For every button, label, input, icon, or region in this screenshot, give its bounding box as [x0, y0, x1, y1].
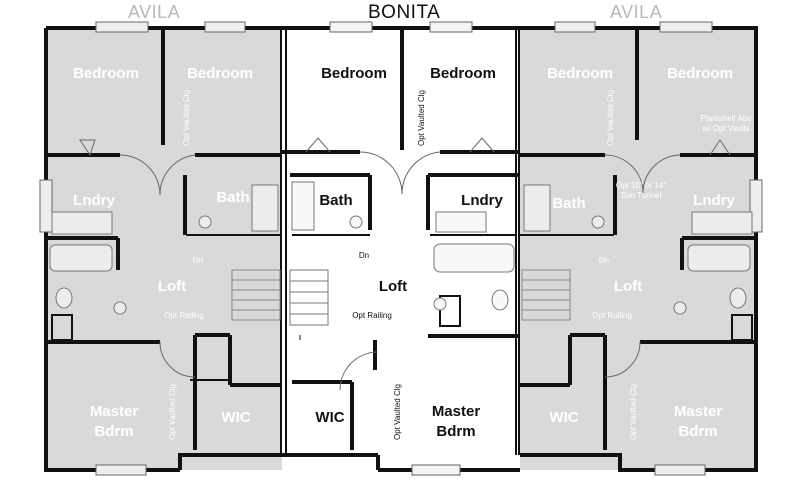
center-loft-label: Loft: [379, 278, 407, 295]
right-lndry-label: Lndry: [693, 192, 735, 209]
right-dn-label: Dn: [599, 256, 609, 265]
center-bedroom-2-label: Bedroom: [430, 65, 496, 82]
right-opt-vaulted-clg-label: Opt Vaulted Clg: [606, 90, 615, 146]
right-master-label: Master: [674, 403, 723, 420]
center-dn-label: Dn: [359, 251, 369, 260]
right-plantshelf-1-label: Plantshelf Abv: [701, 114, 752, 123]
center-bedroom-1-label: Bedroom: [321, 65, 387, 82]
right-sun-tunnel-1-label: Opt 10" or 14": [616, 181, 666, 190]
left-opt-vaulted-clg-2-label: Opt Vaulted Clg: [168, 384, 177, 440]
center-wic-label: WIC: [315, 409, 344, 426]
left-loft-label: Loft: [158, 278, 186, 295]
unit-left: Bedroom Bedroom Lndry Bath Loft Master B…: [39, 21, 284, 476]
right-bedroom-2-label: Bedroom: [667, 65, 733, 82]
right-plantshelf-2-label: w/ Opt Vaults: [702, 124, 750, 133]
right-sun-tunnel-2-label: Sun Tunnel: [621, 191, 662, 200]
left-bedroom-2-label: Bedroom: [187, 65, 253, 82]
right-bath-label: Bath: [552, 195, 585, 212]
unit-title-center: BONITA: [368, 2, 441, 23]
right-wic-label: WIC: [549, 409, 578, 426]
right-bedroom-1-label: Bedroom: [547, 65, 613, 82]
center-bath-label: Bath: [319, 192, 352, 209]
left-bedroom-1-label: Bedroom: [73, 65, 139, 82]
left-opt-vaulted-clg-label: Opt Vaulted Clg: [182, 90, 191, 146]
center-master-label: Master: [432, 403, 481, 420]
center-bdrm-label: Bdrm: [436, 423, 475, 440]
left-opt-railing-label: Opt Railing: [164, 311, 204, 320]
unit-title-left: AVILA: [128, 2, 181, 22]
unit-title-right: AVILA: [610, 2, 663, 22]
center-lndry-label: Lndry: [461, 192, 503, 209]
right-loft-label: Loft: [614, 278, 642, 295]
right-opt-railing-label: Opt Railing: [592, 311, 632, 320]
left-lndry-label: Lndry: [73, 192, 115, 209]
left-master-label: Master: [90, 403, 139, 420]
center-opt-vaulted-clg-label: Opt Vaulted Clg: [417, 90, 426, 146]
left-dn-label: Dn: [193, 256, 203, 265]
right-opt-vaulted-clg-2-label: Opt Vaulted Clg: [629, 384, 638, 440]
left-wic-label: WIC: [221, 409, 250, 426]
center-opt-vaulted-clg-2-label: Opt Vaulted Clg: [393, 384, 402, 440]
unit-right: Bedroom Bedroom Bath Lndry Loft WIC Mast…: [520, 21, 763, 476]
unit-center: Bedroom Bedroom Bath Lndry Loft WIC Mast…: [282, 21, 522, 476]
center-opt-railing-label: Opt Railing: [352, 311, 392, 320]
left-bdrm-label: Bdrm: [94, 423, 133, 440]
right-bdrm-label: Bdrm: [678, 423, 717, 440]
left-bath-label: Bath: [216, 189, 249, 206]
